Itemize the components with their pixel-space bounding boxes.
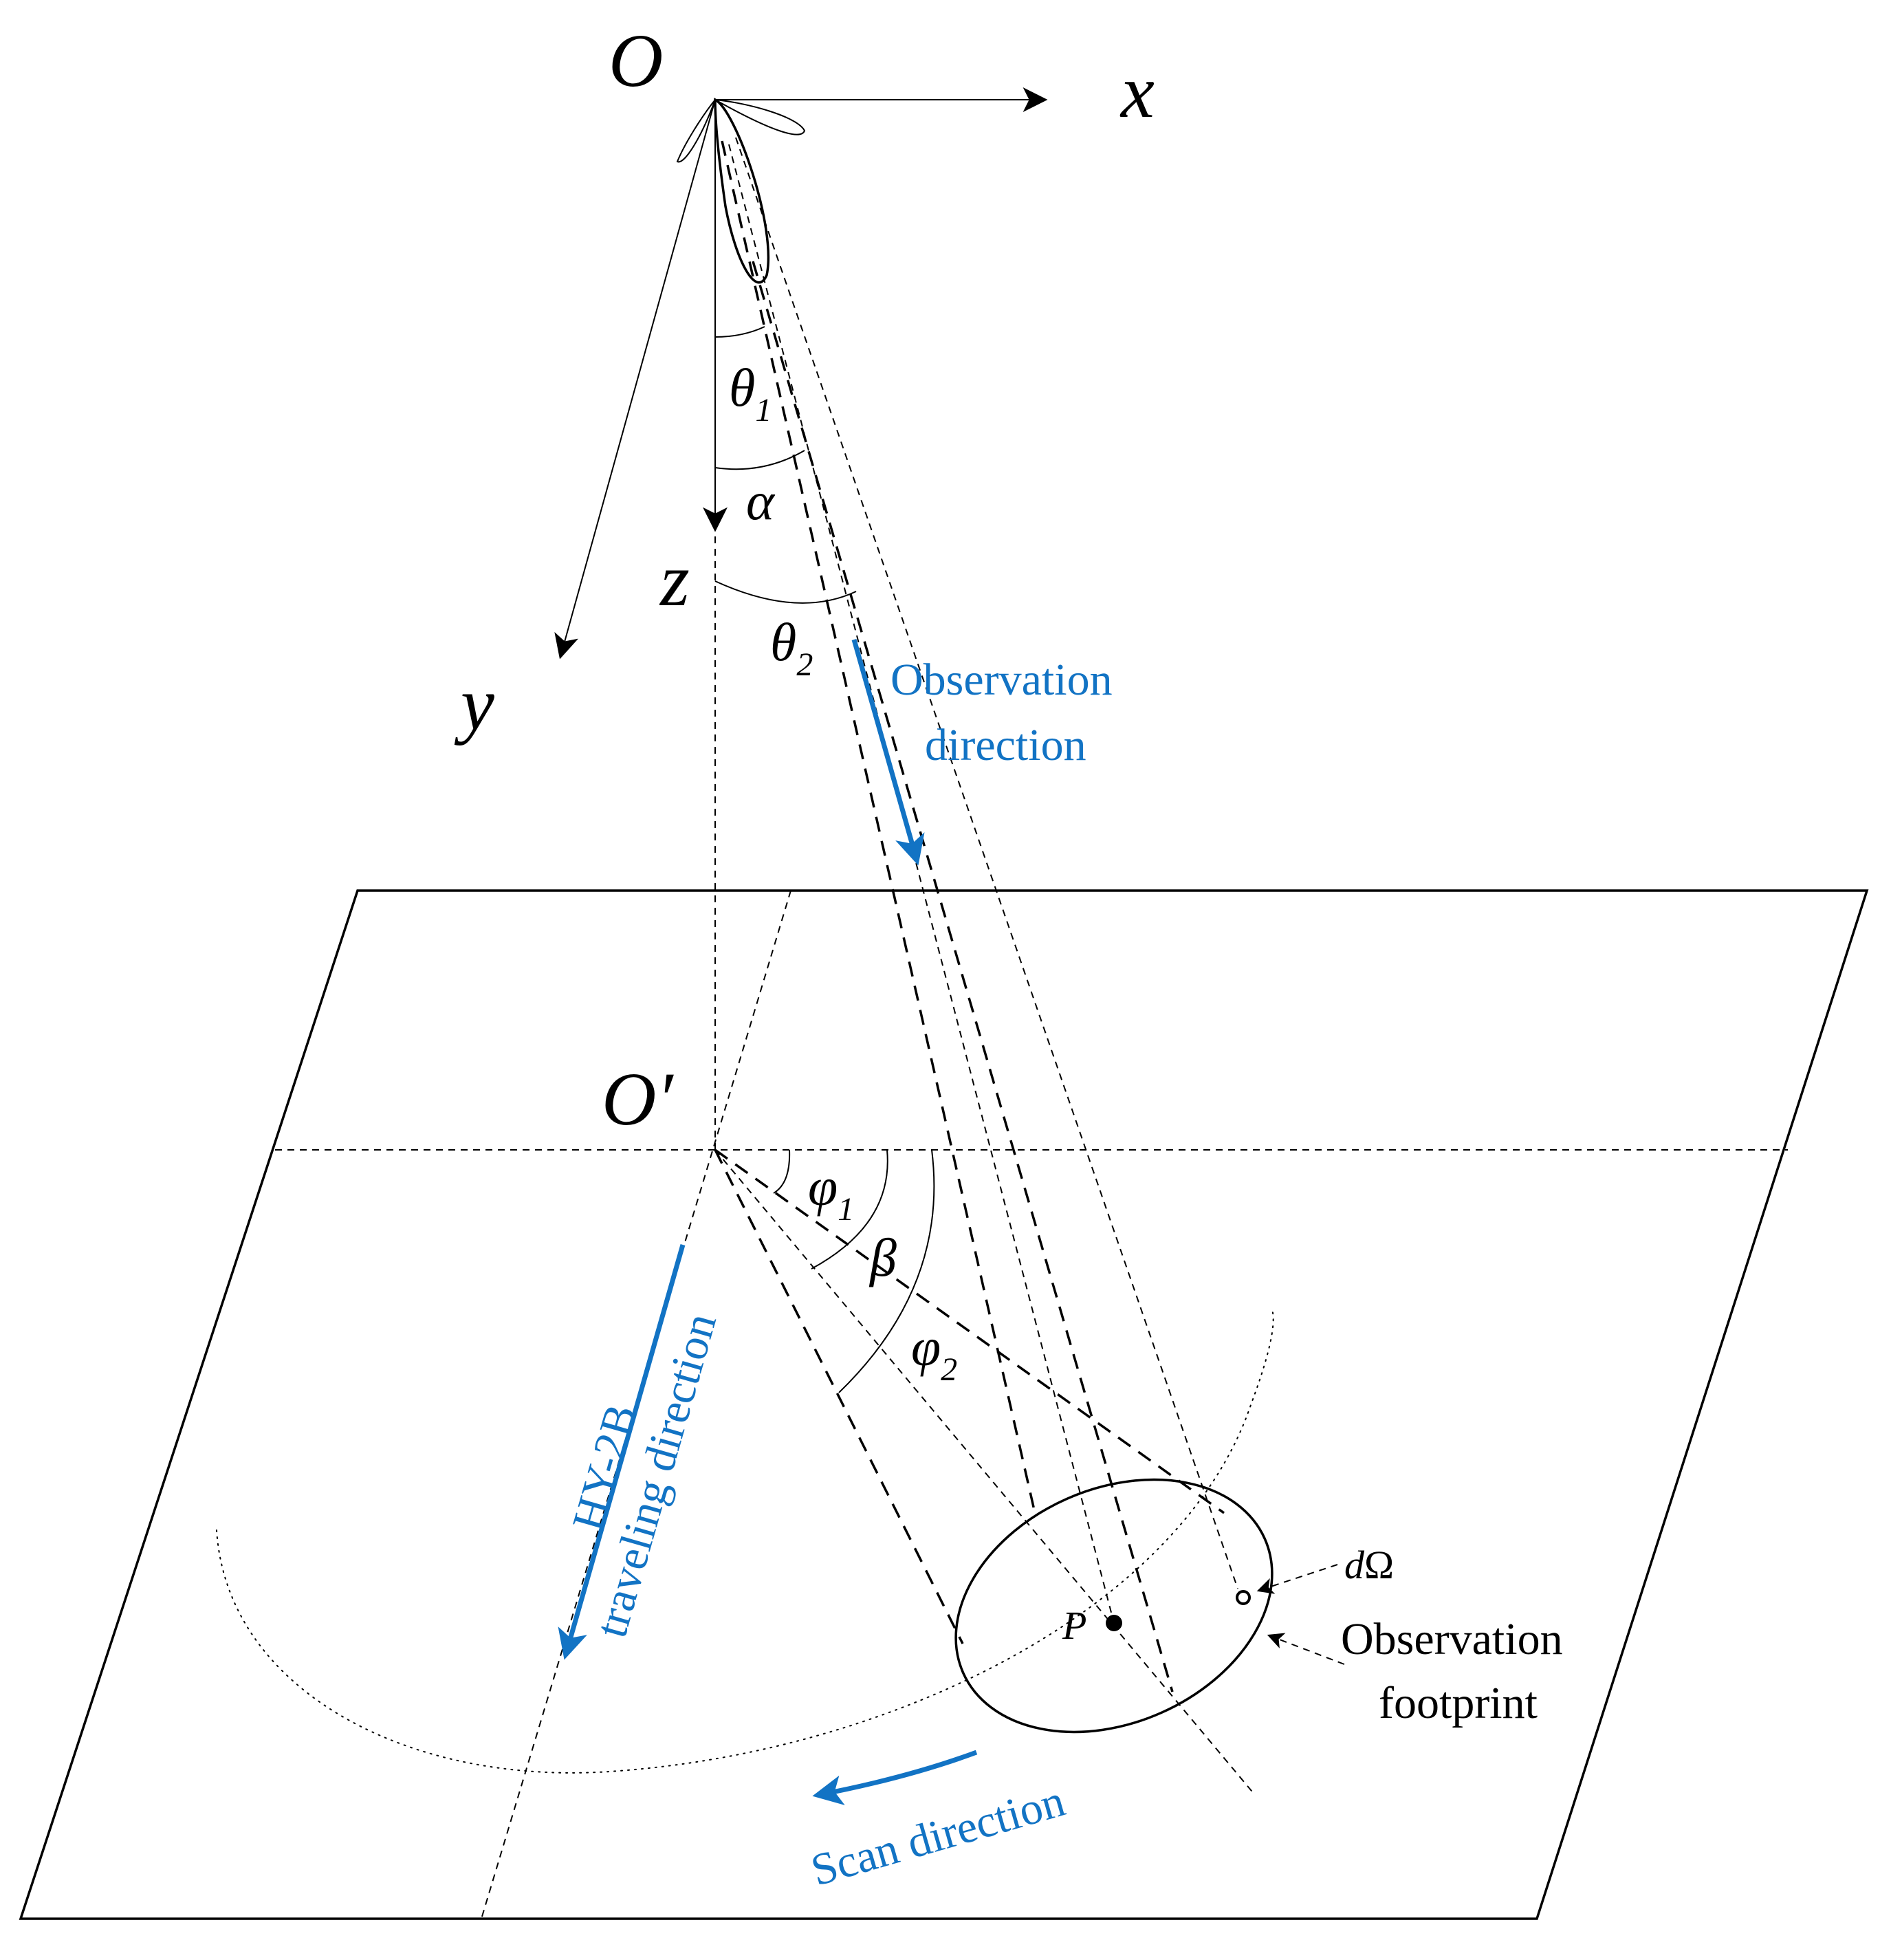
antenna-side-lobe-right bbox=[714, 99, 806, 135]
beta-arc bbox=[811, 1149, 888, 1270]
antenna-main-lobe bbox=[714, 98, 770, 284]
phi2-arc bbox=[838, 1149, 935, 1393]
beam-edge-3 bbox=[728, 144, 1115, 1624]
point-p-label: P bbox=[1062, 1603, 1086, 1648]
antenna-side-lobe-left bbox=[676, 99, 716, 163]
beam-edge-2 bbox=[752, 261, 1174, 1692]
azimuth-line-center bbox=[714, 1149, 1256, 1796]
azimuth-line-phi1 bbox=[714, 1148, 1225, 1514]
observation-direction-arrow bbox=[851, 639, 925, 866]
d-omega-pointer bbox=[1256, 1564, 1338, 1594]
beta-label: β bbox=[868, 1228, 897, 1287]
y-axis bbox=[554, 99, 716, 660]
point-p bbox=[1106, 1615, 1122, 1631]
footprint-label-1: Observation bbox=[1341, 1614, 1563, 1664]
d-omega-label: dΩ bbox=[1344, 1543, 1394, 1587]
phi2-label: φ2 bbox=[911, 1317, 957, 1388]
beam-edge-4 bbox=[735, 137, 1238, 1589]
theta2-label: θ2 bbox=[770, 612, 813, 683]
alpha-arc bbox=[714, 450, 805, 470]
traveling-direction-arrow bbox=[558, 1244, 686, 1660]
scan-circle-arc bbox=[216, 1309, 1274, 1774]
scan-direction-arrow bbox=[812, 1750, 978, 1805]
observation-direction-label-1: Observation bbox=[890, 655, 1113, 705]
footprint-pointer bbox=[1267, 1633, 1345, 1665]
ground-origin-label: O′ bbox=[602, 1057, 674, 1141]
origin-label: O bbox=[609, 19, 663, 102]
beam-edge-1 bbox=[721, 140, 1036, 1514]
scan-direction-label: Scan direction bbox=[806, 1776, 1071, 1896]
azimuth-line-left bbox=[714, 1149, 964, 1644]
theta1-arc bbox=[714, 326, 765, 338]
observation-footprint-ellipse bbox=[954, 1478, 1274, 1734]
alpha-label: α bbox=[746, 471, 776, 531]
theta2-arc bbox=[714, 580, 857, 604]
theta1-label: θ1 bbox=[729, 358, 772, 428]
observation-direction-label-2: direction bbox=[925, 720, 1086, 770]
x-axis-label: x bbox=[1119, 50, 1155, 133]
phi1-label: φ1 bbox=[808, 1157, 854, 1228]
d-omega-element bbox=[1236, 1590, 1251, 1605]
y-axis-label: y bbox=[454, 662, 494, 745]
ground-plane bbox=[19, 889, 1869, 1920]
phi1-arc bbox=[773, 1149, 791, 1194]
footprint-label-2: footprint bbox=[1379, 1678, 1538, 1728]
z-axis-label: z bbox=[659, 538, 690, 622]
